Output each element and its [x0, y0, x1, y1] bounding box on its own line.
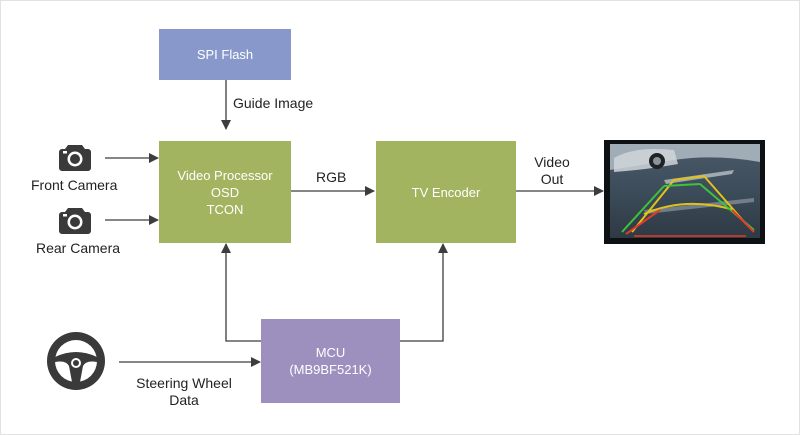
osd-label: OSD: [210, 184, 240, 200]
guide-image-label: Guide Image: [233, 95, 314, 111]
video-out-line-1: Video: [534, 154, 570, 170]
tcon-label: TCON: [206, 201, 244, 217]
spi-flash-block: SPI Flash: [159, 29, 291, 80]
video-out-line-2: Out: [540, 171, 564, 187]
rear-camera-display-image: [604, 140, 765, 249]
spi-flash-label: SPI Flash: [196, 47, 254, 62]
steering-wheel-line-1: Steering Wheel: [136, 375, 232, 391]
steering-wheel-line-2: Data: [169, 392, 199, 408]
front-camera-label: Front Camera: [31, 177, 118, 193]
video-out-label: Video Out: [523, 154, 581, 188]
video-processor-label: Video Processor: [177, 167, 273, 183]
tv-encoder-block: TV Encoder: [376, 141, 516, 243]
steering-wheel-icon: [44, 329, 108, 398]
arrow-mcu-to-encoder: [400, 243, 448, 342]
mcu-part-number: (MB9BF521K): [289, 362, 372, 377]
video-processor-block: Video Processor OSD TCON: [159, 141, 291, 243]
tv-encoder-label: TV Encoder: [411, 184, 481, 200]
mcu-label: MCU: [315, 345, 346, 360]
mcu-block: MCU (MB9BF521K): [261, 319, 400, 403]
steering-wheel-label: Steering Wheel Data: [129, 375, 239, 409]
rgb-label: RGB: [316, 169, 347, 185]
arrow-mcu-to-processor: [221, 243, 261, 342]
camera-icon: [58, 142, 92, 177]
camera-icon: [58, 205, 92, 240]
rear-camera-label: Rear Camera: [36, 240, 121, 256]
